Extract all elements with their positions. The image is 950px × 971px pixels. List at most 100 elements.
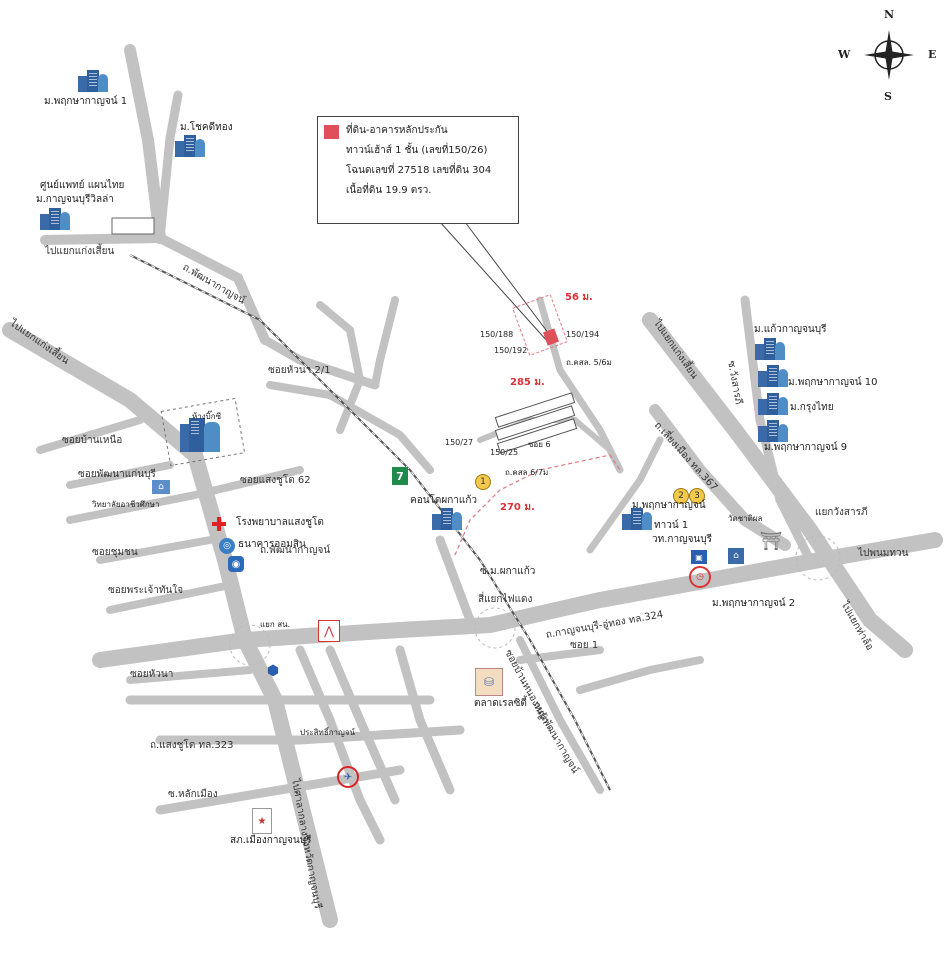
village-krungthai-icon: [758, 393, 788, 415]
road-top-branch: [155, 90, 183, 243]
village-kaew-icon: [755, 338, 785, 360]
road-soi-left-3: [66, 466, 304, 524]
village-pruksa-main-icon: [622, 508, 652, 530]
label-ville: ม.กาญจนบุรีวิลล่า: [36, 194, 114, 205]
label-school: วิทยาลัยอาชีวศึกษา: [92, 500, 160, 509]
road-east-south: [516, 636, 604, 794]
interchange-icon: ✈: [337, 766, 359, 788]
label-to-kaeng-sian-top: ไปแยกแก่งเสี้ยน: [45, 246, 115, 257]
label-market: ตลาดเรลซิตี้: [474, 698, 527, 709]
village-pruksa10-icon: [758, 365, 788, 387]
label-pruksa10: ม.พฤกษากาญจน์ 10: [788, 377, 878, 388]
label-krungthai: ม.กรุงไทย: [790, 402, 834, 413]
school-icon: ⌂: [152, 480, 170, 494]
label-center-thai: ศูนย์แพทย์ แผนไทย: [40, 180, 125, 191]
road-soi-pakakaew: [435, 535, 475, 625]
road-grid-v1: [295, 645, 385, 845]
bank-2-icon: ◉: [228, 556, 244, 572]
label-yaek-sn: แยก สน.: [260, 620, 291, 629]
label-pruksa1: ม.พฤกษากาญจน์ 1: [44, 96, 128, 107]
label-phatthana-mid: ถ.พัฒนากาญจน์: [260, 545, 331, 556]
label-soi-pakakaew: ซ.ม.ผกาแก้ว: [480, 566, 536, 577]
label-soi-huana: ซอยหัวนา 2/1: [268, 365, 331, 376]
bangkok-bank-icon: ⬢: [266, 663, 280, 679]
label-plot-194: 150/194: [566, 330, 600, 339]
building-frame: [160, 397, 246, 467]
road-soi-left-4: [96, 536, 214, 564]
label-town1: ทาวน์ 1: [654, 520, 689, 531]
road-soi-left-5: [106, 581, 234, 614]
label-soi-ban-mai: ซอยบ้านเหนือ: [62, 435, 123, 446]
label-pruksa9: ม.พฤกษากาญจน์ 9: [764, 442, 848, 453]
road-right-side: [740, 295, 815, 565]
road-grid-b: [155, 725, 465, 745]
road-soi-left-1: [36, 416, 144, 454]
label-distance-285: 285 ม.: [510, 377, 545, 388]
road-grid-v3: [395, 645, 455, 795]
route-dashed: [454, 454, 621, 556]
label-soi-6: ซอย 6: [528, 440, 551, 449]
label-saeng-chuto: ถ.แสงชูโต ทล.323: [150, 740, 234, 751]
legend-box: ที่ดิน-อาคารหลักประกัน ทาวน์เฮ้าส์ 1 ชั้…: [317, 116, 519, 224]
label-to-phanom-thuan: ไปพนมทวน: [858, 548, 909, 559]
court-icon: ⌂: [728, 548, 744, 564]
label-soi-phrachao: ซอยพระเจ้าทันใจ: [108, 585, 184, 596]
label-soi-1: ซอย 1: [570, 640, 599, 651]
compass-west: W: [838, 48, 851, 61]
label-plot-25: 150/25: [490, 448, 519, 457]
compass-east: E: [928, 48, 937, 61]
condo-icon: [432, 508, 462, 530]
seven-eleven-icon: 7: [392, 467, 408, 485]
label-distance-56: 56 ม.: [565, 292, 593, 303]
label-distance-270: 270 ม.: [500, 502, 535, 513]
compass-rose: N S E W: [836, 8, 942, 104]
village-chokdee-icon: [175, 135, 205, 157]
label-department: ห้างบิ๊กซี: [192, 412, 222, 421]
legend-line-1: ที่ดิน-อาคารหลักประกัน: [346, 125, 448, 136]
label-condo: คอนโดผกาแก้ว: [410, 495, 478, 506]
townhouse-top: [111, 217, 155, 235]
label-plot-27: 150/27: [445, 438, 474, 447]
road-kaeng-sian-top: [40, 232, 270, 345]
marker-three: 3: [689, 488, 705, 504]
label-soi-laksmuang: ซ.หลักเมือง: [168, 789, 218, 800]
label-soi-pattana: ซอยพัฒนาแก่นบุรี: [78, 469, 156, 480]
label-soi-kaeng: ซอยหัวนา: [130, 669, 174, 680]
compass-north: N: [884, 8, 895, 21]
compass-south: S: [884, 90, 892, 103]
road-soi-left-2: [66, 461, 174, 489]
market-icon: ⛁: [475, 668, 503, 696]
intersections: [229, 535, 841, 666]
road-324: [92, 532, 943, 668]
road-phatthana-main: [260, 335, 380, 390]
label-plot-188: 150/188: [480, 330, 514, 339]
townhouse-rows: [494, 392, 578, 454]
marker-two: 2: [673, 488, 689, 504]
label-plot-192: 150/192: [494, 346, 528, 355]
legend-line-2: ทาวน์เฮ้าส์ 1 ชั้น (เลขที่150/26): [346, 145, 488, 156]
department-store-icon: ⋀: [318, 620, 340, 642]
label-pruksa2: ม.พฤกษากาญจน์ 2: [712, 598, 796, 609]
road-soi-left-6: [126, 666, 254, 684]
label-kaew: ม.แก้วกาญจนบุรี: [754, 324, 827, 335]
road-town1: [586, 436, 664, 554]
large-building-icon: [180, 418, 225, 452]
temple-icon: ⛩: [759, 530, 783, 552]
hospital-cross-icon: [212, 517, 226, 531]
village-pruksa9-icon: [758, 420, 788, 442]
road-tha-lo: [642, 312, 913, 658]
compass-icon: [864, 30, 914, 80]
road-soi-east: [576, 656, 704, 694]
label-pruksa-main: ม.พฤกษากาญจน์: [632, 500, 706, 511]
legend-swatch: [324, 125, 339, 139]
label-soi-chumchon: ซอยชุมชน: [92, 547, 138, 558]
legend-line-4: เนื้อที่ดิน 19.9 ตรว.: [346, 185, 432, 196]
road-soi-upper: [371, 296, 399, 389]
target-plot: [512, 294, 568, 356]
label-bank: ธนาคารออมสิน: [238, 539, 306, 550]
road-network: [2, 44, 943, 928]
village-pruksa1-icon: [78, 70, 108, 92]
label-prasit: ประสิทธิ์กาญจน์: [300, 728, 356, 737]
label-police: สภ.เมืองกาญจนบุรี: [230, 835, 312, 846]
